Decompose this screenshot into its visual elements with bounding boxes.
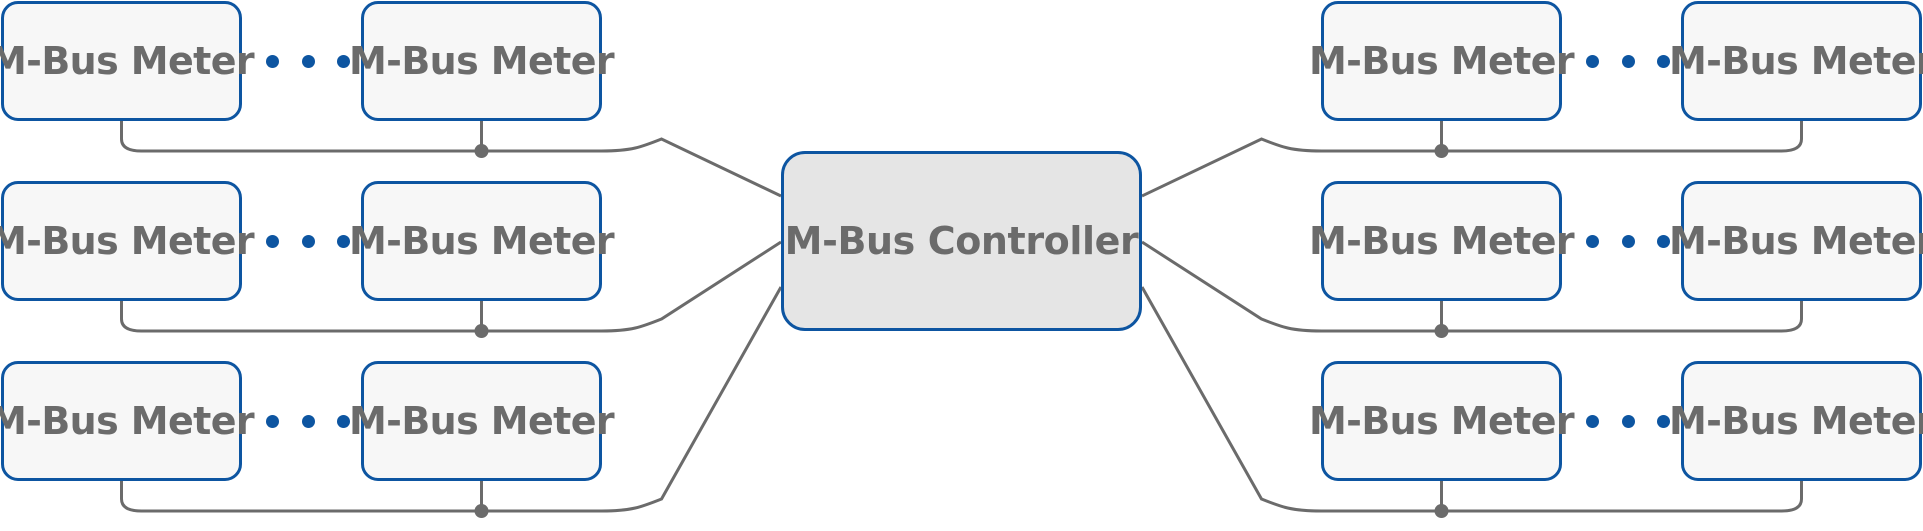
mbus-meter-box: M-Bus Meter xyxy=(0,181,255,301)
ellipsis-dot xyxy=(1657,234,1670,248)
junction-dot xyxy=(1434,324,1449,338)
ellipsis-dot xyxy=(301,234,315,248)
ellipsis-dot xyxy=(1621,54,1635,68)
mbus-meter-box: M-Bus Meter xyxy=(1309,1,1575,121)
ellipsis-dot xyxy=(1621,414,1635,428)
mbus-meter-box: M-Bus Meter xyxy=(349,181,615,301)
ellipsis-dot xyxy=(266,414,279,428)
ellipsis-dot xyxy=(266,54,279,68)
mbus-meter-box: M-Bus Meter xyxy=(1669,361,1923,481)
bus-wire xyxy=(1140,286,1803,513)
ellipsis-more-meters xyxy=(1586,414,1670,428)
ellipsis-dot xyxy=(1621,234,1635,248)
ellipsis-dot xyxy=(1657,54,1670,68)
meter-label: M-Bus Meter xyxy=(1308,39,1575,83)
ellipsis-dot xyxy=(301,414,315,428)
ellipsis-dot xyxy=(301,54,315,68)
ellipsis-more-meters xyxy=(266,414,350,428)
meter-label: M-Bus Meter xyxy=(1668,219,1923,263)
meter-label: M-Bus Meter xyxy=(1668,399,1923,443)
meter-label: M-Bus Meter xyxy=(1308,219,1575,263)
mbus-meter-box: M-Bus Meter xyxy=(1309,181,1575,301)
ellipsis-dot xyxy=(1586,414,1599,428)
junction-dot xyxy=(474,144,489,158)
meter-label: M-Bus Meter xyxy=(348,39,615,83)
ellipsis-dot xyxy=(1586,54,1599,68)
mbus-meter-box: M-Bus Meter xyxy=(349,361,615,481)
mbus-meter-box: M-Bus Meter xyxy=(1669,181,1923,301)
mbus-meter-box: M-Bus Meter xyxy=(1669,1,1923,121)
bus-wire xyxy=(120,240,782,333)
junction-dot xyxy=(474,324,489,338)
bus-wire xyxy=(120,121,782,198)
ellipsis-dot xyxy=(266,234,279,248)
mbus-meter-box: M-Bus Meter xyxy=(349,1,615,121)
ellipsis-dot xyxy=(1586,234,1599,248)
mbus-meter-box: M-Bus Meter xyxy=(1309,361,1575,481)
meter-label: M-Bus Meter xyxy=(1668,39,1923,83)
bus-wire xyxy=(1141,121,1803,198)
ellipsis-more-meters xyxy=(1586,54,1670,68)
ellipsis-more-meters xyxy=(266,54,350,68)
meter-label: M-Bus Meter xyxy=(1308,399,1575,443)
mbus-meter-box: M-Bus Meter xyxy=(0,1,255,121)
ellipsis-more-meters xyxy=(1586,234,1670,248)
ellipsis-dot xyxy=(337,54,350,68)
ellipsis-more-meters xyxy=(266,234,350,248)
meter-label: M-Bus Meter xyxy=(348,219,615,263)
controller-label: M-Bus Controller xyxy=(784,219,1139,263)
meter-label: M-Bus Meter xyxy=(0,219,255,263)
mbus-meter-box: M-Bus Meter xyxy=(0,361,255,481)
bus-wire xyxy=(120,286,783,513)
mbus-controller-box: M-Bus Controller xyxy=(781,151,1142,331)
meter-label: M-Bus Meter xyxy=(0,399,255,443)
meter-label: M-Bus Meter xyxy=(0,39,255,83)
ellipsis-dot xyxy=(1657,414,1670,428)
ellipsis-dot xyxy=(337,234,350,248)
ellipsis-dot xyxy=(337,414,350,428)
meter-label: M-Bus Meter xyxy=(348,399,615,443)
junction-dot xyxy=(1434,144,1449,158)
bus-wire xyxy=(1141,240,1803,333)
junction-dot xyxy=(1434,504,1449,518)
junction-dot xyxy=(474,504,489,518)
